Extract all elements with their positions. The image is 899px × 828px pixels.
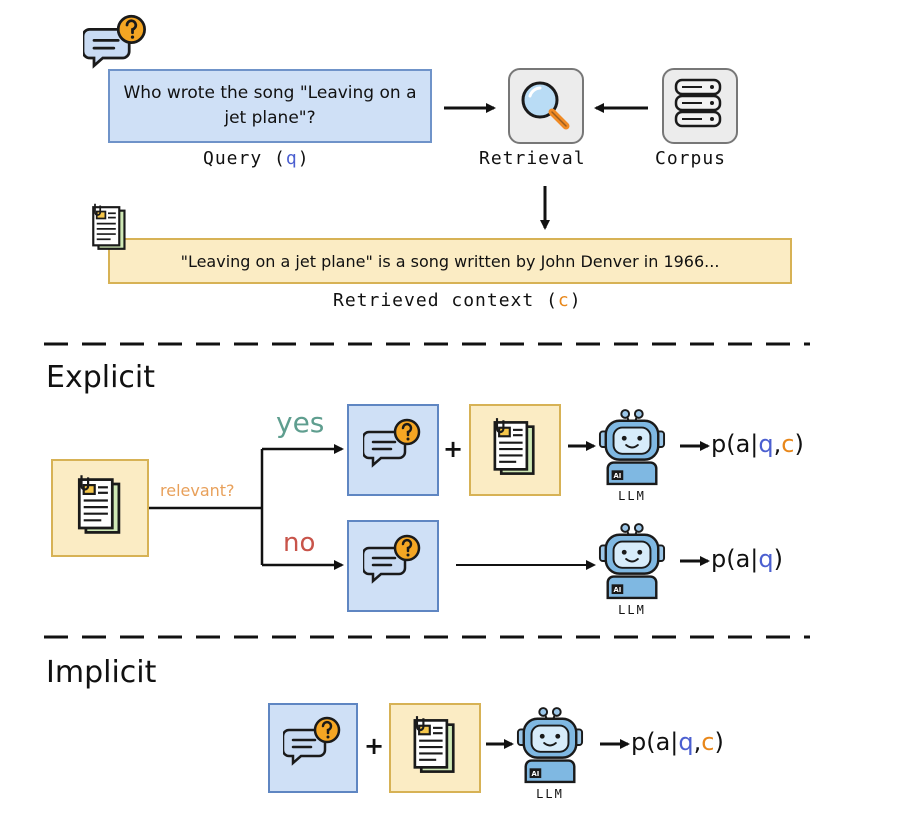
- output-no-q: q: [758, 545, 774, 573]
- plus-sign: +: [364, 732, 385, 760]
- context-label-prefix: Retrieved context (: [333, 290, 558, 311]
- llm-label: LLM: [536, 787, 564, 801]
- robot-icon: [598, 522, 666, 600]
- speech-question-icon: [83, 14, 149, 80]
- database-icon: [674, 78, 722, 128]
- speech-question-icon: [283, 716, 343, 776]
- output-yes-post: ): [794, 430, 804, 458]
- query-label: Query (q): [203, 148, 310, 169]
- output-implicit-post: ): [714, 728, 724, 756]
- document-icon: [406, 714, 460, 778]
- magnifier-icon: [521, 81, 570, 130]
- speech-question-icon: [363, 418, 423, 478]
- output-implicit: p(a|q,c): [631, 728, 724, 756]
- implicit-title: Implicit: [46, 655, 157, 690]
- output-no-post: ): [773, 545, 783, 573]
- no-label: no: [283, 528, 316, 558]
- context-label-suffix: ): [569, 290, 582, 311]
- retrieval-label: Retrieval: [479, 148, 586, 169]
- output-no: p(a|q): [711, 545, 783, 573]
- plus-sign: +: [443, 435, 464, 463]
- query-text: Who wrote the song "Leaving on a jet pla…: [123, 83, 417, 128]
- output-implicit-comma: ,: [693, 728, 702, 756]
- context-label: Retrieved context (c): [333, 290, 582, 311]
- query-label-prefix: Query (: [203, 148, 286, 169]
- explicit-title: Explicit: [46, 360, 156, 395]
- output-yes-c: c: [781, 430, 795, 458]
- output-yes-q: q: [758, 430, 774, 458]
- llm-label: LLM: [618, 603, 646, 617]
- relevant-label: relevant?: [160, 481, 235, 500]
- context-label-var: c: [557, 290, 570, 311]
- llm-label: LLM: [618, 489, 646, 503]
- corpus-label: Corpus: [655, 148, 727, 169]
- robot-icon: [516, 706, 584, 784]
- output-yes-pre: p(a|: [711, 430, 759, 458]
- yes-label: yes: [276, 406, 325, 439]
- document-icon: [86, 202, 130, 254]
- context-text: "Leaving on a jet plane" is a song writt…: [180, 251, 720, 271]
- output-implicit-q: q: [678, 728, 694, 756]
- output-yes: p(a|q,c): [711, 430, 804, 458]
- explicit-source-doc-box: [51, 459, 149, 557]
- output-yes-comma: ,: [773, 430, 782, 458]
- robot-icon: [598, 408, 666, 486]
- output-implicit-pre: p(a|: [631, 728, 679, 756]
- output-implicit-c: c: [701, 728, 715, 756]
- query-box: Who wrote the song "Leaving on a jet pla…: [108, 69, 432, 143]
- query-label-var: q: [285, 148, 298, 169]
- document-icon: [70, 473, 126, 539]
- context-box: "Leaving on a jet plane" is a song writt…: [108, 238, 792, 284]
- output-no-pre: p(a|: [711, 545, 759, 573]
- speech-question-icon: [363, 534, 423, 594]
- query-label-suffix: ): [297, 148, 310, 169]
- document-icon: [486, 416, 540, 480]
